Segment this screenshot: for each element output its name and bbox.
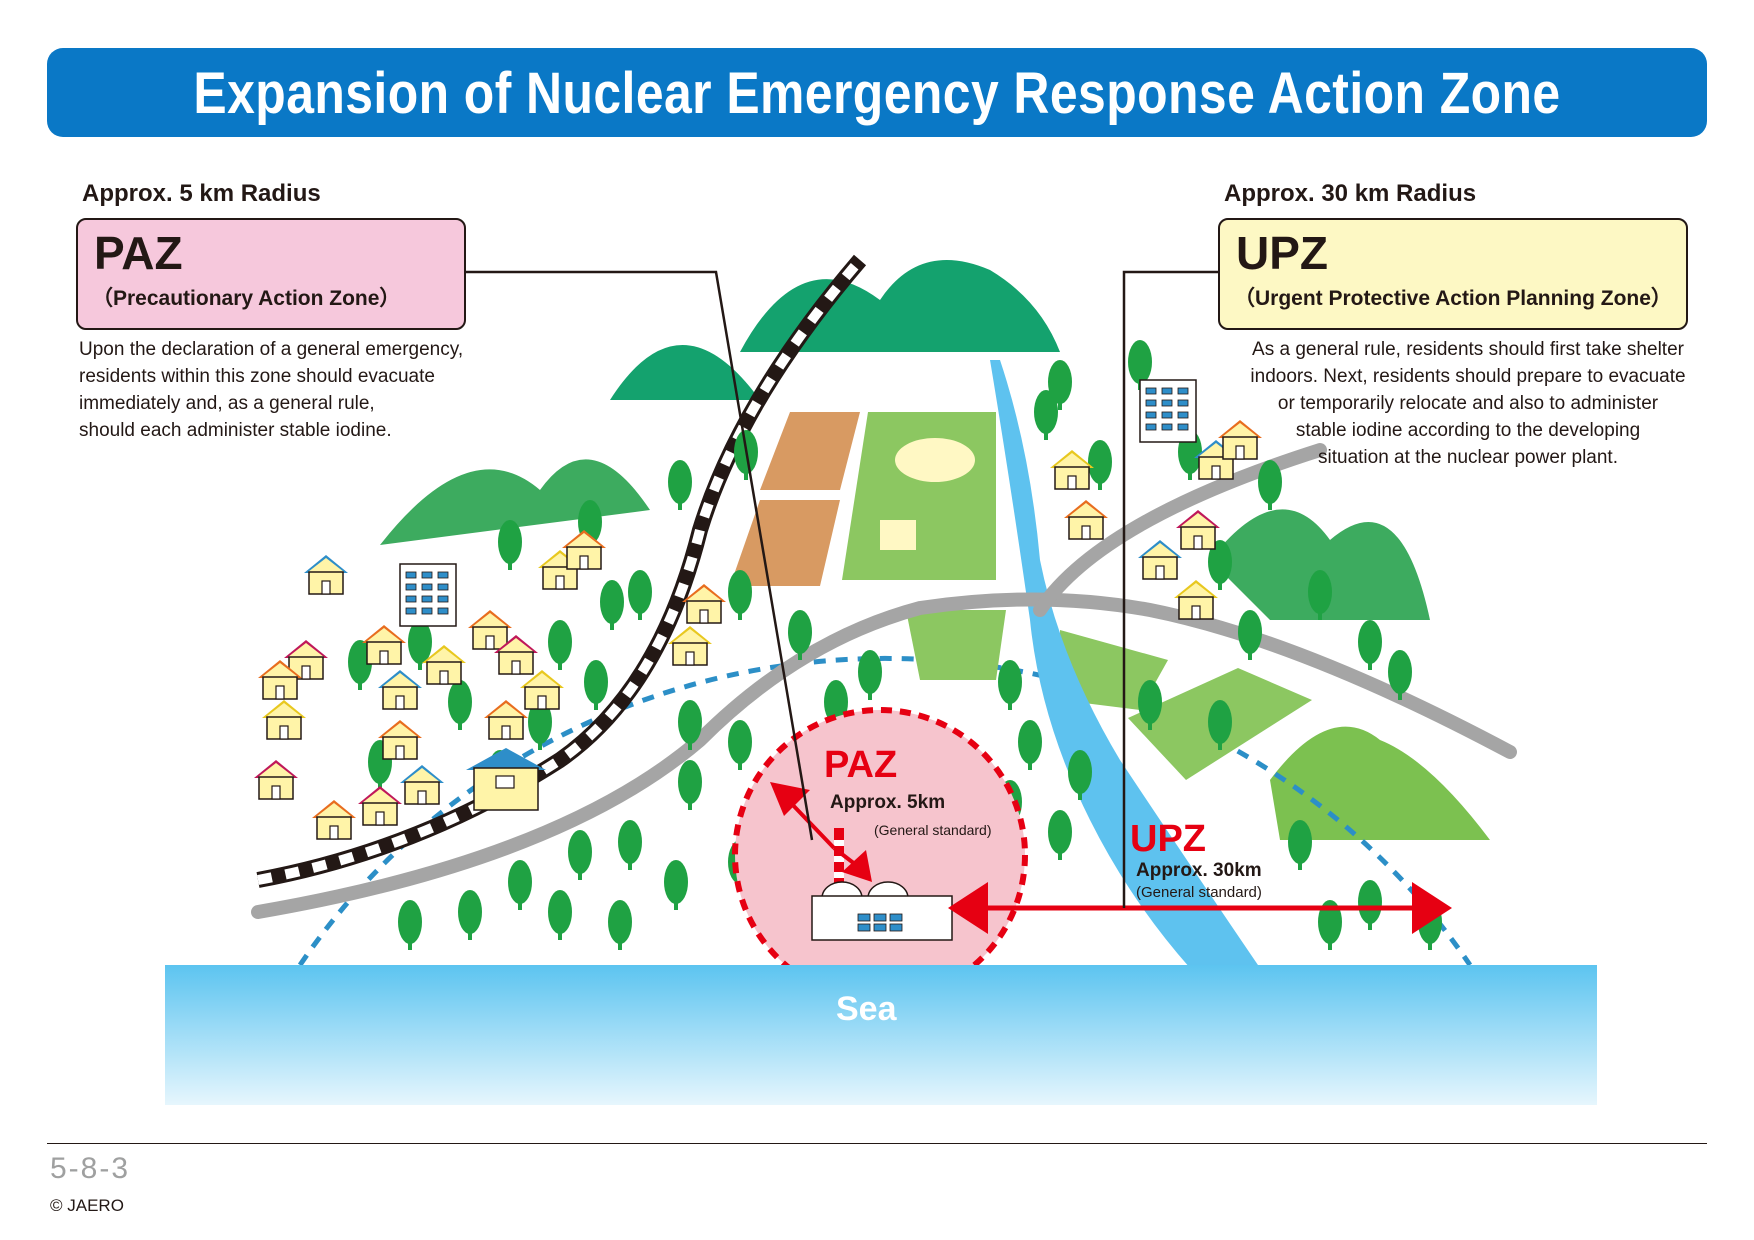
sea-label: Sea [836,990,897,1028]
paz-full-name: （Precautionary Action Zone） [92,287,401,310]
upz-radius-label: Approx. 30 km Radius [1224,180,1477,207]
upz-boundary-circle [297,656,1473,967]
copyright: © JAERO [50,1196,124,1215]
mountain-icon [380,260,1490,840]
upz-description-line: situation at the nuclear power plant. [1318,447,1618,468]
sea-area [165,965,1597,1105]
map-upz-distance: Approx. 30km [1136,860,1262,881]
leader-line [464,270,1224,908]
paz-description: Upon the declaration of a general emerge… [79,336,463,444]
upz-description-line: As a general rule, residents should firs… [1252,339,1684,360]
page-title: Expansion of Nuclear Emergency Response … [193,61,1561,126]
page-number: 5-8-3 [50,1152,131,1185]
upz-description-line: stable iodine according to the developin… [1295,420,1641,441]
upz-full-name: （Urgent Protective Action Planning Zone） [1234,287,1672,310]
paz-description-line: should each administer stable iodine. [79,420,392,441]
power-plant-icon [811,828,953,941]
upz-description-line: or temporarily relocate and also to admi… [1277,393,1659,414]
upz-code: UPZ [1236,227,1328,279]
arrow-icon [770,782,1452,934]
paz-description-line: immediately and, as a general rule, [79,393,375,414]
paz-code: PAZ [94,227,183,279]
upz-description: As a general rule, residents should firs… [1220,336,1716,471]
paz-description-line: residents within this zone should evacua… [79,366,435,387]
paz-radius-label: Approx. 5 km Radius [82,180,321,207]
upz-description-line: indoors. Next, residents should prepare … [1250,366,1686,387]
paz-description-line: Upon the declaration of a general emerge… [79,339,464,360]
paz-title-box: PAZ （Precautionary Action Zone） [76,218,466,330]
map-paz-distance: Approx. 5km [830,792,946,813]
map-upz-code: UPZ [1130,818,1206,860]
map-paz-note: (General standard) [874,822,992,838]
upz-title-box: UPZ （Urgent Protective Action Planning Z… [1218,218,1688,330]
title-banner: Expansion of Nuclear Emergency Response … [47,48,1707,137]
footer-divider [47,1143,1707,1144]
map-upz-note: (General standard) [1136,884,1262,901]
map-paz-code: PAZ [824,744,898,786]
house-icon [466,748,546,811]
